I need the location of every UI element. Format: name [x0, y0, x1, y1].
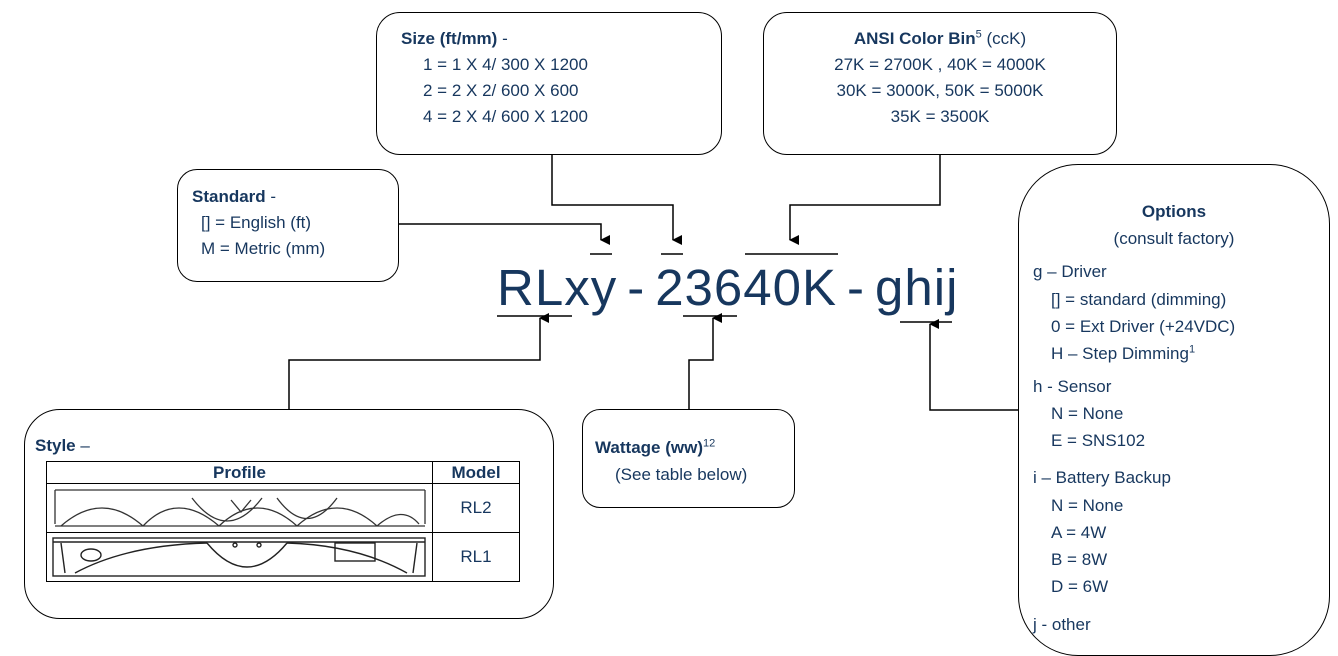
options-i-item-4: D = 6W [1051, 577, 1109, 596]
style-table: Profile Model [46, 461, 520, 582]
table-row: RL1 [46, 532, 520, 582]
ansi-title: ANSI Color Bin [853, 29, 976, 48]
options-i-head: i – Battery Backup [1033, 468, 1171, 487]
options-i-item-1: N = None [1051, 496, 1124, 515]
code-style: RLxy [497, 259, 618, 316]
col-profile-header: Profile [46, 461, 433, 484]
standard-title-suffix: - [265, 187, 277, 206]
wattage-title-sup: 12 [702, 437, 716, 450]
code-dash-2: - [847, 259, 866, 316]
options-g-item-3-sup: 1 [1188, 343, 1196, 356]
style-title-line: Style – [35, 434, 90, 458]
options-i-item-3: B = 8W [1051, 550, 1108, 569]
options-h-item-1: N = None [1051, 404, 1124, 423]
standard-line-2: M = Metric (mm) [201, 239, 326, 258]
options-g-head: g – Driver [1033, 262, 1107, 281]
ansi-title-sup: 5 [975, 28, 982, 41]
col-model-header: Model [432, 461, 520, 484]
size-line-1: 1 = 1 X 4/ 300 X 1200 [423, 55, 588, 74]
size-connector [551, 155, 682, 245]
options-h-item-2: E = SNS102 [1051, 431, 1146, 450]
style-title-suffix: – [75, 436, 90, 455]
standard-title: Standard [192, 187, 266, 206]
ansi-line-2: 30K = 3000K, 50K = 5000K [836, 81, 1044, 100]
options-title: Options [1141, 202, 1207, 221]
standard-connector [398, 223, 610, 245]
options-h-head: h - Sensor [1033, 377, 1112, 396]
code-wattage-digit: 6 [713, 259, 744, 316]
wattage-title-line: Wattage (ww)12 [595, 436, 715, 460]
size-box: Size (ft/mm) - 1 = 1 X 4/ 300 X 1200 2 =… [376, 12, 722, 155]
model-rl1: RL1 [432, 532, 520, 582]
standard-line-1: [] = English (ft) [201, 213, 312, 232]
size-line-3: 4 = 2 X 4/ 600 X 1200 [423, 107, 588, 126]
code-dash-1: - [627, 259, 646, 316]
options-subtitle: (consult factory) [1113, 229, 1235, 248]
size-line-2: 2 = 2 X 2/ 600 X 600 [423, 81, 579, 100]
size-title: Size (ft/mm) [401, 29, 498, 48]
options-j-head: j - other [1033, 615, 1091, 634]
profile-drawing-rl2 [46, 483, 433, 533]
size-title-suffix: - [497, 29, 508, 48]
ansi-connector [789, 155, 941, 245]
options-g-item-3: H – Step Dimming [1051, 344, 1189, 363]
profile-drawing-rl1 [46, 532, 433, 582]
wattage-note: (See table below) [615, 465, 748, 484]
options-box: Options (consult factory) g – Driver [] … [1018, 164, 1330, 656]
rl2-profile-image [54, 489, 426, 527]
standard-box: Standard - [] = English (ft) M = Metric … [177, 169, 399, 282]
options-connector [929, 319, 1019, 411]
code-options: ghij [875, 259, 959, 316]
style-title: Style [35, 436, 76, 455]
table-row: RL2 [46, 483, 520, 533]
ansi-line-1: 27K = 2700K , 40K = 4000K [834, 55, 1046, 74]
part-code: RLxy-23640K-ghij [497, 258, 958, 317]
wattage-connector [688, 313, 722, 410]
ansi-line-3: 35K = 3500K [890, 107, 990, 126]
ansi-title-suffix: (ccK) [981, 29, 1027, 48]
options-g-item-1: [] = standard (dimming) [1051, 290, 1227, 309]
wattage-title: Wattage (ww) [595, 438, 703, 457]
size-title-line: Size (ft/mm) - [401, 27, 508, 51]
style-connector [288, 313, 549, 410]
options-g-item-2: 0 = Ext Driver (+24VDC) [1051, 317, 1236, 336]
rl1-profile-image [52, 537, 426, 577]
ansi-title-line: ANSI Color Bin5 (ccK) [764, 27, 1116, 51]
model-rl2: RL2 [432, 483, 520, 533]
standard-title-line: Standard - [192, 185, 276, 209]
style-table-header: Profile Model [46, 461, 520, 484]
options-g-item-3-line: H – Step Dimming1 [1051, 342, 1195, 366]
code-color-bin: 40K [743, 259, 838, 316]
code-size-digits: 23 [655, 259, 714, 316]
wattage-box: Wattage (ww)12 (See table below) [582, 409, 795, 508]
options-i-item-2: A = 4W [1051, 523, 1107, 542]
ansi-color-box: ANSI Color Bin5 (ccK) 27K = 2700K , 40K … [763, 12, 1117, 155]
